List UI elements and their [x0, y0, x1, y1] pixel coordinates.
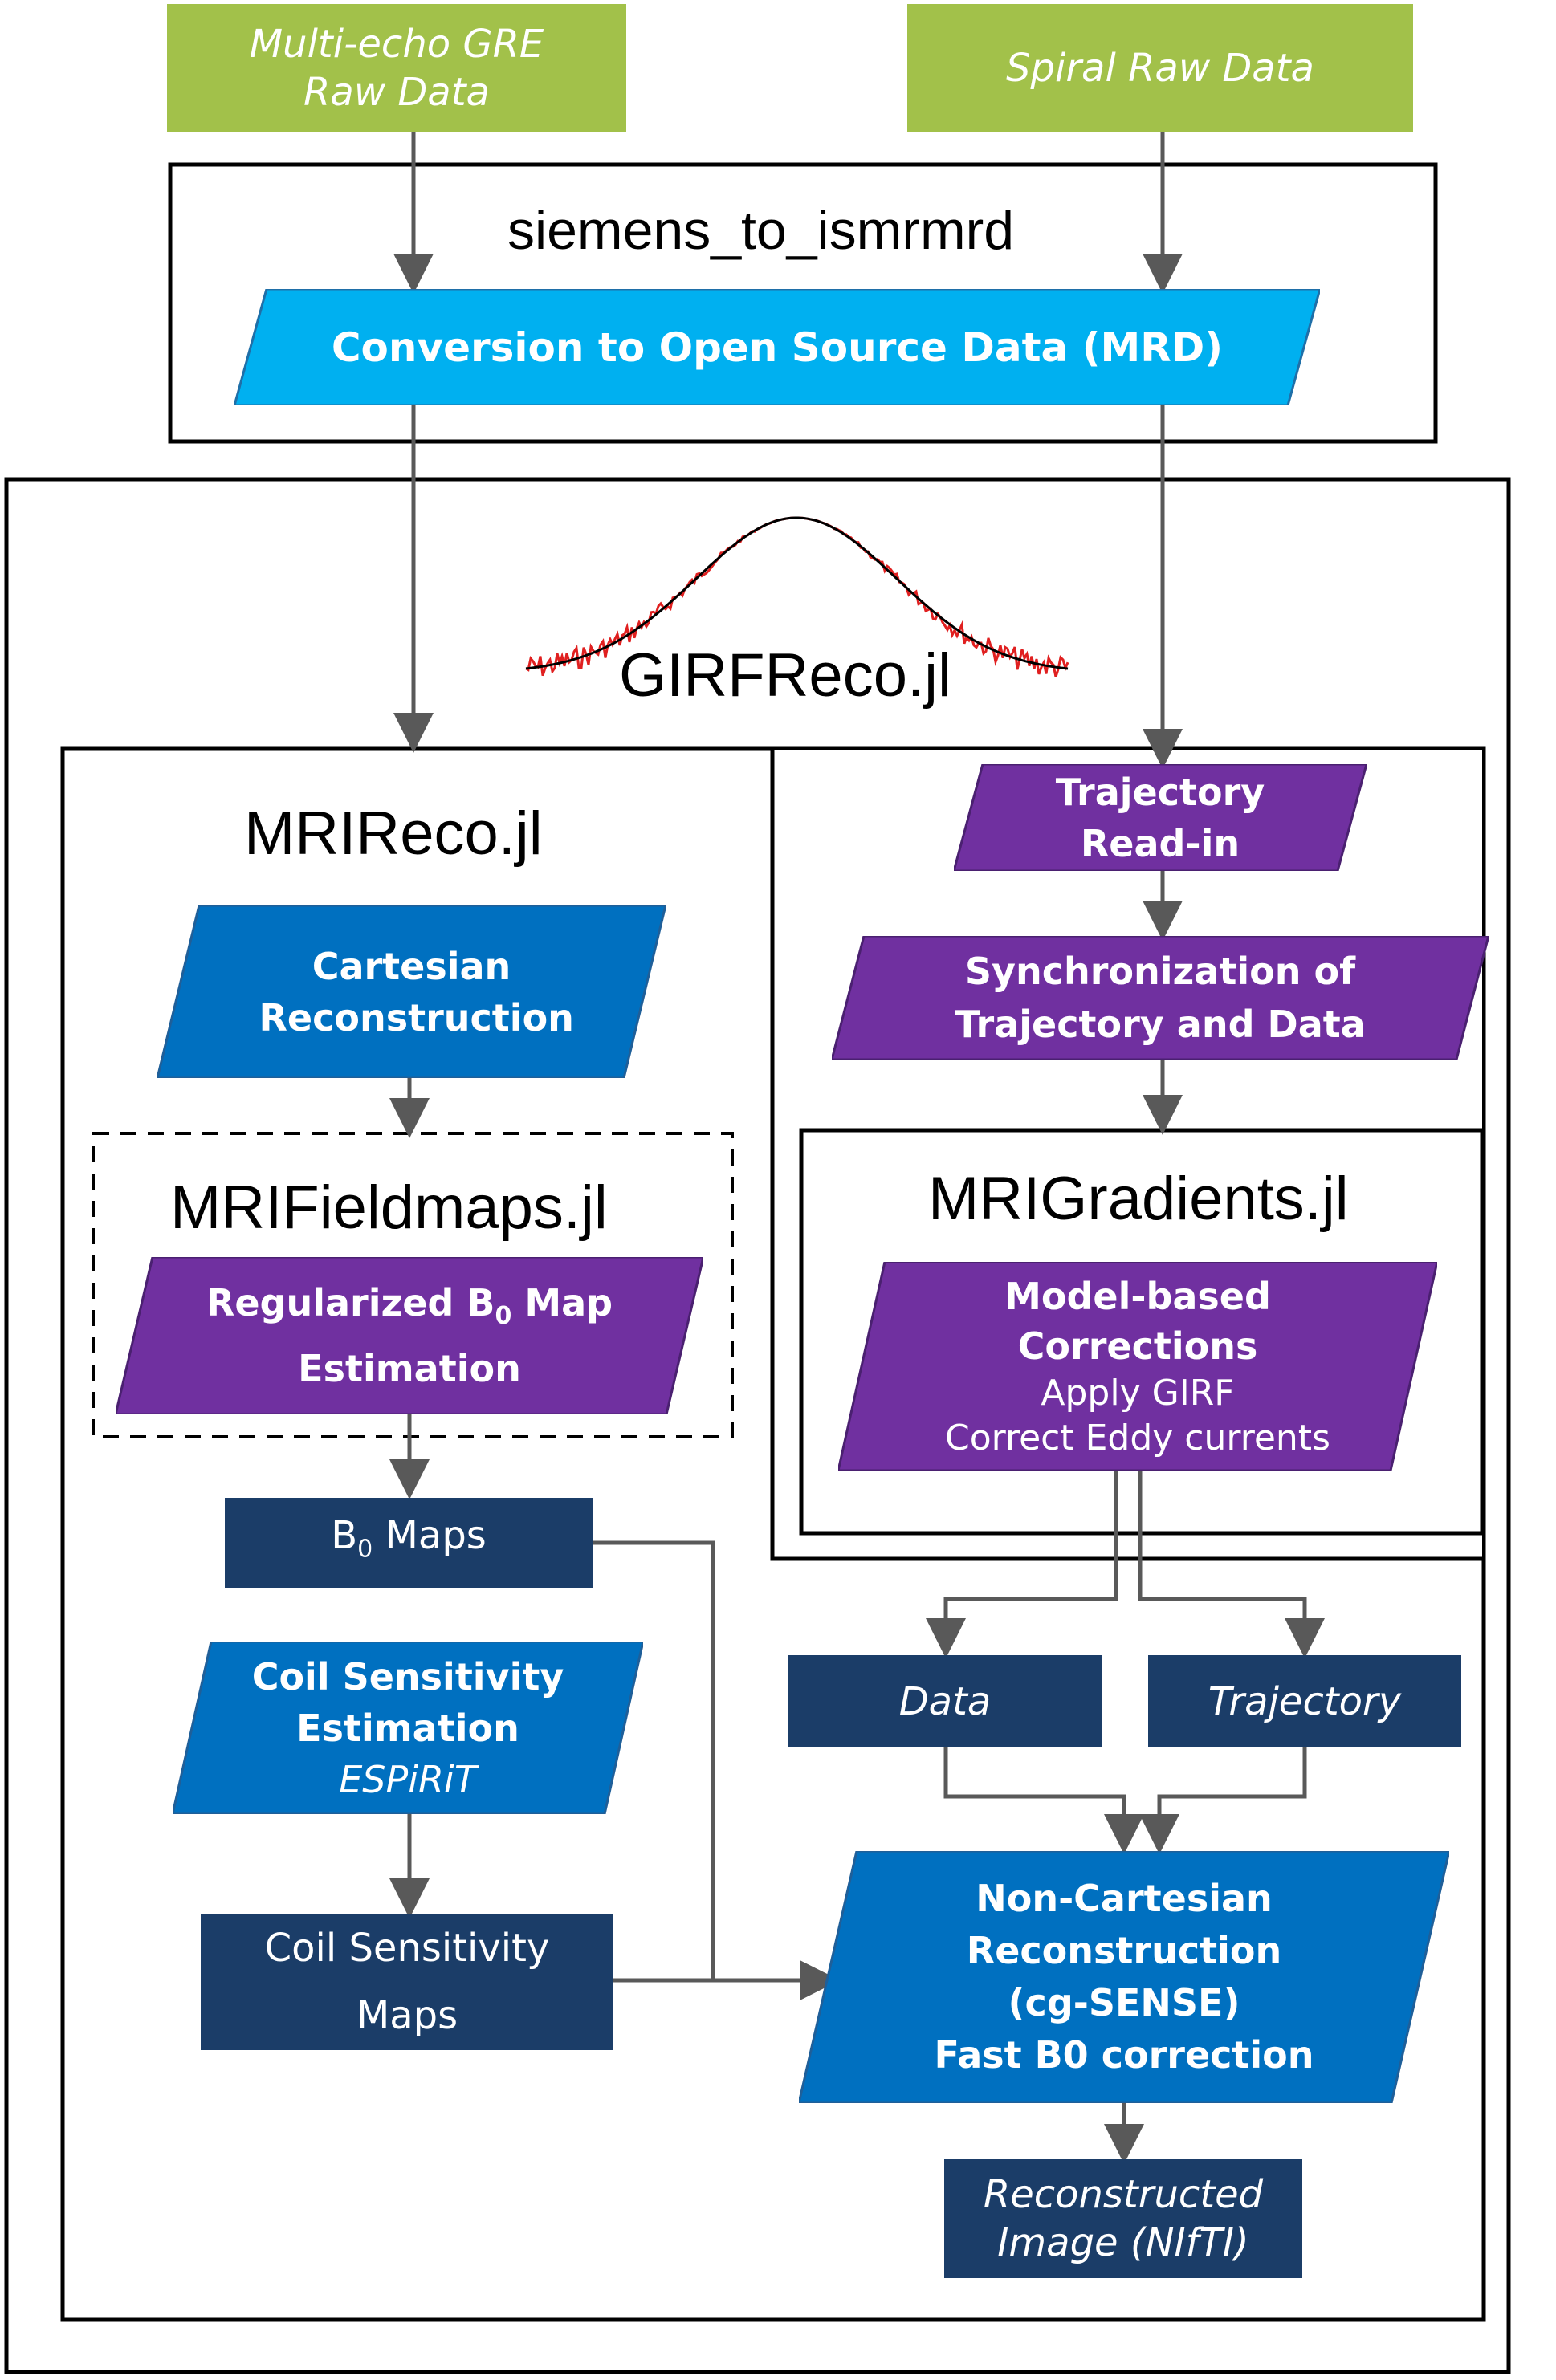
- coil-sensitivity-estimation-step: Coil Sensitivity Estimation ESPiRiT: [173, 1642, 643, 1814]
- coil-est-line3: ESPiRiT: [339, 1757, 477, 1801]
- noncartesian-reconstruction-step: Non-Cartesian Reconstruction (cg-SENSE) …: [799, 1851, 1449, 2103]
- conversion-step: Conversion to Open Source Data (MRD): [234, 289, 1320, 405]
- input-gre-label: Multi-echo GRE Raw Data: [249, 22, 544, 115]
- coil-sensitivity-maps-output: Coil Sensitivity Maps: [201, 1914, 613, 2050]
- sync-line2: Trajectory and Data: [955, 1003, 1366, 1046]
- conversion-label: Conversion to Open Source Data (MRD): [331, 323, 1224, 371]
- data-output: Data: [788, 1655, 1102, 1747]
- trajectory-readin-step: Trajectory Read-in: [954, 764, 1367, 871]
- synchronization-step: Synchronization of Trajectory and Data: [832, 936, 1489, 1060]
- coil-maps-line2: Maps: [356, 1993, 458, 2038]
- data-label: Data: [898, 1678, 992, 1724]
- b0-maps-sub: 0: [357, 1535, 373, 1564]
- cartesian-label: Cartesian Reconstruction: [259, 944, 574, 1039]
- noncartesian-line1: Non-Cartesian: [976, 1877, 1273, 1920]
- mrireco-container-notch: [770, 748, 1482, 1561]
- arrow-corrections-to-data: [926, 1471, 1118, 1658]
- b0-estimation-pre: Regularized B: [206, 1281, 495, 1325]
- input-spiral-label: Spiral Raw Data: [1006, 46, 1314, 91]
- noncartesian-line4: Fast B0 correction: [934, 2033, 1314, 2077]
- siemens-title: siemens_to_ismrmrd: [507, 200, 1015, 261]
- trajectory-output: Trajectory: [1148, 1655, 1461, 1747]
- input-gre-raw-data: Multi-echo GRE Raw Data: [167, 4, 626, 132]
- sync-line1: Synchronization of: [964, 950, 1356, 993]
- trajectory-readin-line2: Read-in: [1080, 821, 1240, 865]
- noncartesian-line3: (cg-SENSE): [1008, 1981, 1240, 2024]
- reconstructed-image-output: Reconstructed Image (NIfTI): [944, 2159, 1302, 2278]
- corrections-line4: Correct Eddy currents: [945, 1418, 1330, 1459]
- mrifieldmaps-container: [92, 1132, 734, 1438]
- cartesian-reconstruction-step: Cartesian Reconstruction: [157, 905, 666, 1078]
- girfreco-container: [4, 477, 1511, 2374]
- output-line1: Reconstructed: [983, 2172, 1264, 2217]
- corrections-line1: Model-based: [1004, 1275, 1271, 1318]
- arrow-data-to-noncartesian: [943, 1747, 1144, 1854]
- b0-estimation-line2: Estimation: [298, 1346, 521, 1390]
- girfreco-title: GIRFReco.jl: [619, 641, 951, 710]
- input-spiral-raw-data: Spiral Raw Data: [907, 4, 1413, 132]
- b0-maps-output: B0 Maps: [225, 1498, 593, 1588]
- girf-curve-icon: [525, 516, 1069, 677]
- corrections-line3: Apply GIRF: [1041, 1373, 1235, 1414]
- noncartesian-line2: Reconstruction: [966, 1929, 1282, 1972]
- trajectory-label: Trajectory: [1208, 1678, 1402, 1724]
- siemens-container: [168, 162, 1438, 444]
- model-based-corrections-step: Model-based Corrections Apply GIRF Corre…: [838, 1262, 1437, 1471]
- trajectory-readin-line1: Trajectory: [1055, 770, 1265, 814]
- b0-maps-pre: B: [331, 1513, 358, 1559]
- coil-est-line2: Estimation: [296, 1706, 519, 1750]
- b0-map-estimation-step: Regularized B0 Map Estimation: [116, 1257, 703, 1414]
- arrow-trajectory-to-noncartesian: [1139, 1747, 1307, 1854]
- b0-estimation-sub: 0: [495, 1302, 512, 1331]
- b0-estimation-post: Map: [511, 1281, 613, 1325]
- corrections-line2: Corrections: [1017, 1324, 1258, 1368]
- mrireco-title: MRIReco.jl: [244, 799, 543, 868]
- b0-maps-post: Maps: [373, 1513, 487, 1559]
- coil-est-line1: Coil Sensitivity: [251, 1654, 564, 1699]
- mrigradients-title: MRIGradients.jl: [928, 1165, 1349, 1233]
- output-line2: Image (NIfTI): [997, 2220, 1249, 2265]
- coil-maps-line1: Coil Sensitivity: [264, 1926, 550, 1971]
- arrow-corrections-to-trajectory: [1138, 1471, 1325, 1658]
- mrifieldmaps-title: MRIFieldmaps.jl: [170, 1174, 608, 1242]
